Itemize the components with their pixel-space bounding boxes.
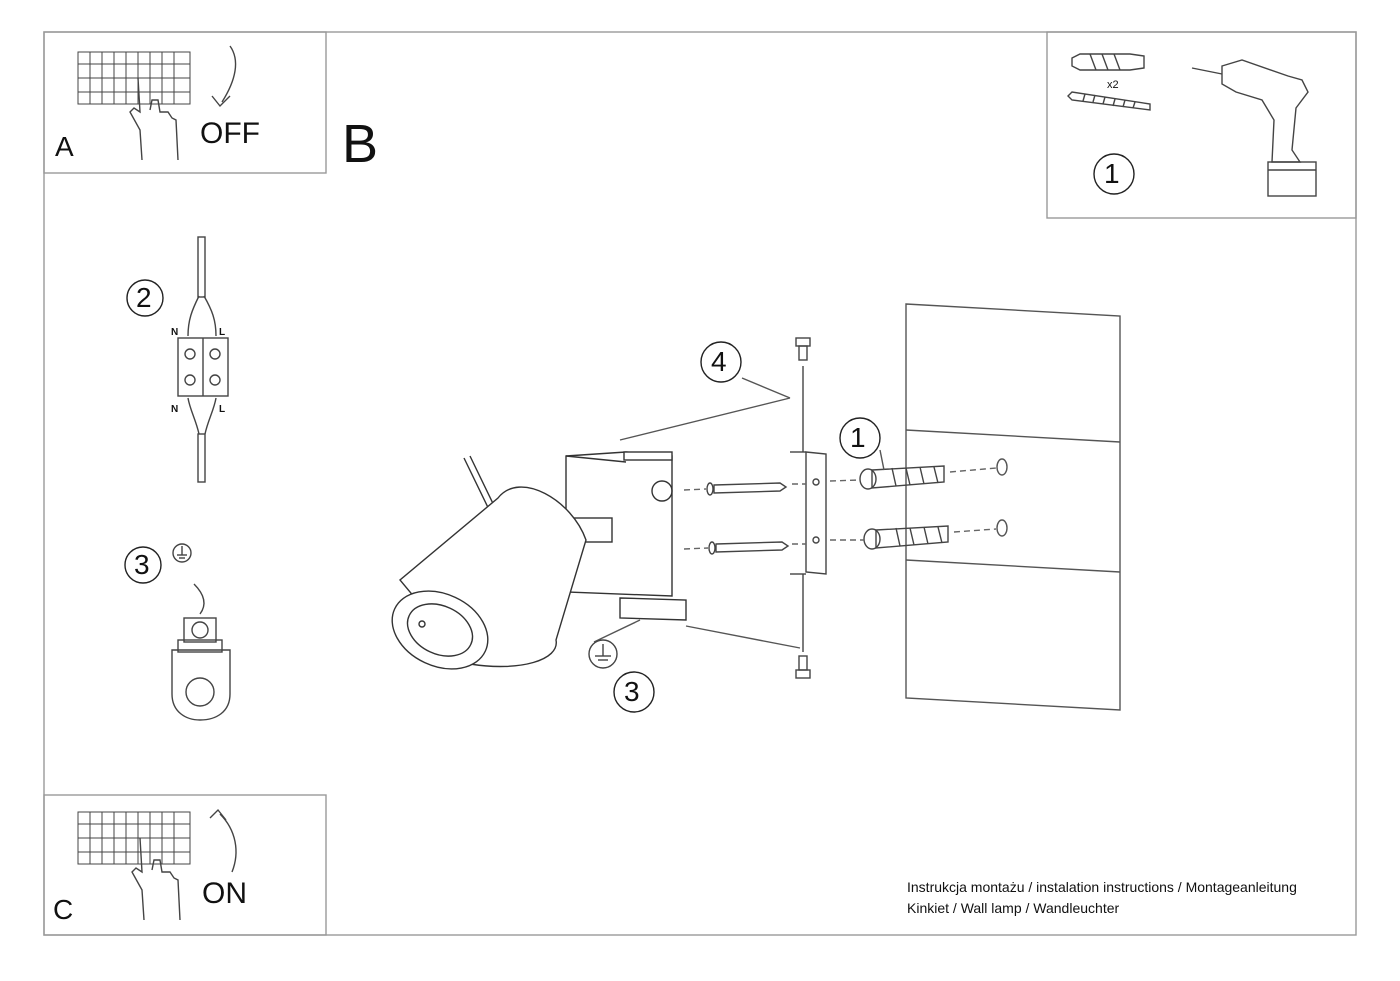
callout-circle [126, 279, 164, 317]
callout-circle [1093, 153, 1135, 195]
ground-icon [588, 639, 618, 669]
screw-icon [708, 541, 790, 555]
wall [905, 303, 1121, 711]
panel-c-box [43, 794, 327, 936]
screw-icon [706, 482, 788, 496]
wall-anchor-icon [863, 525, 949, 550]
callout-anchors-number: 1 [850, 422, 866, 453]
terminal-live-bottom: L [219, 404, 226, 415]
panel-b-letter: B [342, 114, 379, 174]
power-off-label: OFF [200, 117, 260, 150]
terminal-live-top: L [219, 327, 226, 338]
wall-anchor-icon [859, 465, 945, 490]
panel-a-letter: A [55, 131, 74, 162]
callout-ground-left-number: 3 [134, 549, 150, 580]
arrow-down-icon [211, 45, 237, 108]
terminal-neutral-bottom: N [171, 404, 179, 415]
footer-instructions: Instrukcja montażu / instalation instruc… [907, 879, 1297, 895]
ground-terminal [171, 543, 231, 721]
callout-ground-main-number: 3 [624, 676, 640, 707]
bolt-icon [795, 337, 811, 452]
hand-icon [129, 77, 179, 161]
fuse-box-icon [77, 51, 191, 105]
mounting-bracket [790, 451, 827, 575]
panel-c-letter: C [53, 894, 74, 925]
tools-box [1046, 31, 1357, 219]
arrow-up-icon [209, 808, 237, 873]
callout-screws-number: 4 [711, 346, 727, 377]
wiring-diagram [177, 236, 229, 483]
callout-wiring-number: 2 [136, 282, 152, 313]
callout-circle [124, 546, 162, 584]
callout-circle [839, 417, 881, 459]
callout-circle [613, 671, 655, 713]
wall-lamp [391, 451, 687, 670]
callout-circle [700, 341, 742, 383]
power-on-label: ON [202, 877, 247, 910]
terminal-neutral-top: N [171, 327, 179, 338]
alignment-lines [683, 467, 997, 550]
screw-icon [1067, 91, 1151, 111]
sheet-border [43, 31, 1357, 936]
panel-a-box [43, 31, 327, 174]
wall-anchor-icon [1071, 53, 1145, 71]
fuse-box-icon [77, 811, 191, 865]
drill-icon [1191, 59, 1317, 197]
hand-icon [131, 837, 181, 921]
bolt-icon [795, 574, 811, 679]
footer-product-name: Kinkiet / Wall lamp / Wandleuchter [907, 900, 1120, 916]
callout-tools-number: 1 [1104, 158, 1120, 189]
anchor-quantity: x2 [1107, 79, 1119, 91]
leader-lines [593, 377, 885, 649]
